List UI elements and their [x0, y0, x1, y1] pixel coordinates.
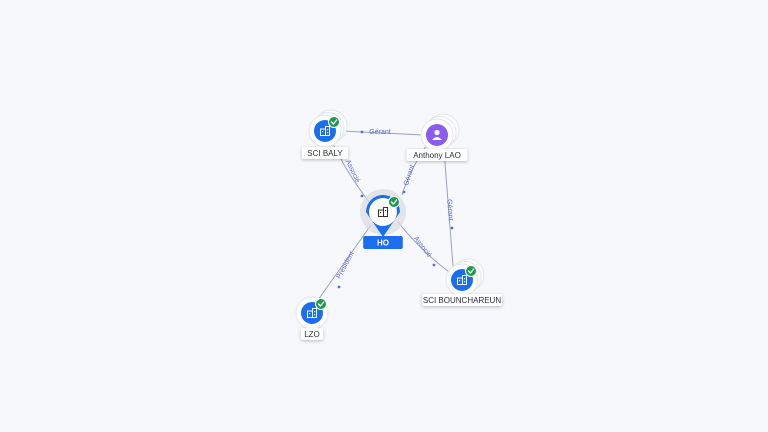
building-icon [378, 207, 388, 217]
edge-anthony-lao-to-sci-bouchareun[interactable]: Gérant [443, 149, 454, 267]
node-label: Anthony LAO [413, 151, 461, 160]
edge-arrow-icon [402, 190, 406, 194]
node-lzo[interactable]: LZO [295, 296, 329, 340]
person-icon [432, 129, 442, 140]
edge-arrow-icon [360, 130, 364, 134]
edge-line [341, 130, 424, 136]
edge-arrow-icon [360, 194, 364, 198]
edge-ho-to-lzo[interactable]: Président [317, 224, 372, 301]
edge-label: Gérant [403, 164, 416, 187]
edge-line [443, 149, 454, 267]
node-label-bg [300, 328, 324, 340]
edge-arrow-icon [450, 226, 454, 230]
verified-check-icon [315, 298, 327, 310]
node-label: HO [377, 239, 389, 248]
edge-label: Associé [344, 159, 361, 184]
verified-check-icon [388, 196, 400, 208]
node-label-bg [363, 236, 403, 249]
node-label-bg [301, 147, 349, 159]
edge-line [317, 224, 372, 301]
edge-arrow-icon [337, 285, 341, 289]
building-icon [457, 275, 467, 285]
node-label-bg [406, 149, 468, 161]
edge-label: Associé [412, 235, 433, 259]
node-label: SCI BOUNCHAREUN [423, 296, 501, 305]
edge-label: Gérant [369, 129, 390, 136]
node-sci-bouchareun[interactable]: SCI BOUNCHAREUN [422, 258, 502, 306]
edge-label: Gérant [445, 199, 453, 221]
edge-anthony-lao-to-sci-baly[interactable]: Gérant [341, 129, 424, 136]
verified-check-icon [465, 265, 477, 277]
node-label: SCI BALY [307, 149, 343, 158]
verified-check-icon [328, 116, 340, 128]
node-anthony-lao[interactable]: Anthony LAO [406, 113, 468, 161]
node-sci-baly[interactable]: SCI BALY [301, 109, 349, 159]
edge-ho-to-sci-bouchareun[interactable]: Associé [397, 221, 450, 273]
building-icon [307, 308, 317, 318]
edge-line [397, 221, 450, 273]
node-ho[interactable]: HO [360, 189, 406, 249]
edge-arrow-icon [432, 263, 436, 267]
edge-label: Président [336, 251, 356, 280]
building-icon [320, 126, 330, 136]
node-label-bg [422, 294, 502, 306]
node-label: LZO [304, 330, 320, 339]
nodes-layer: SCI BALY Anthony LAO HO SCI BOUNCHAREUN LZO [295, 109, 502, 340]
